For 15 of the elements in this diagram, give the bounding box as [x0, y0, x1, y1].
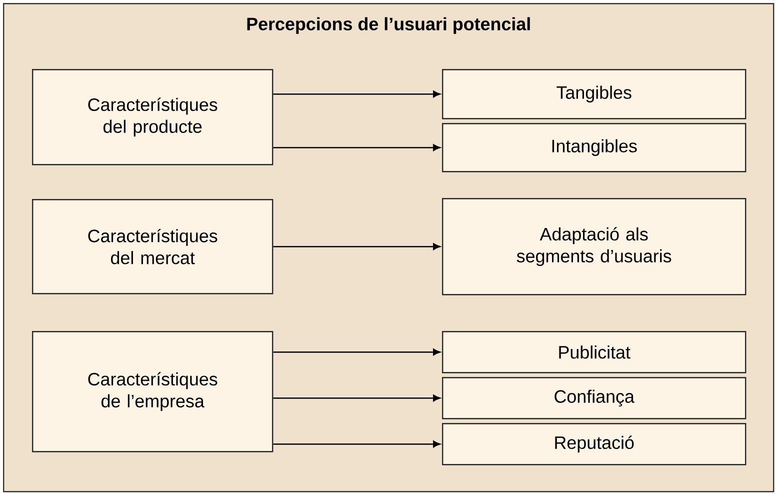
arrow [273, 90, 440, 98]
arrow [273, 243, 440, 250]
box: Reputació [442, 423, 746, 466]
box: Publicitat [442, 331, 746, 374]
box: Intangibles [442, 123, 746, 172]
box: Característiques de l’empresa [32, 331, 274, 452]
arrow [273, 394, 440, 402]
arrow [273, 144, 440, 152]
box: Característiques del producte [32, 69, 274, 166]
arrow [273, 440, 440, 448]
box: Característiques del mercat [32, 199, 274, 294]
arrow [273, 348, 440, 356]
box: Confiança [442, 377, 746, 420]
box: Tangibles [442, 69, 746, 120]
box: Adaptació als segments d’usuaris [442, 198, 746, 296]
